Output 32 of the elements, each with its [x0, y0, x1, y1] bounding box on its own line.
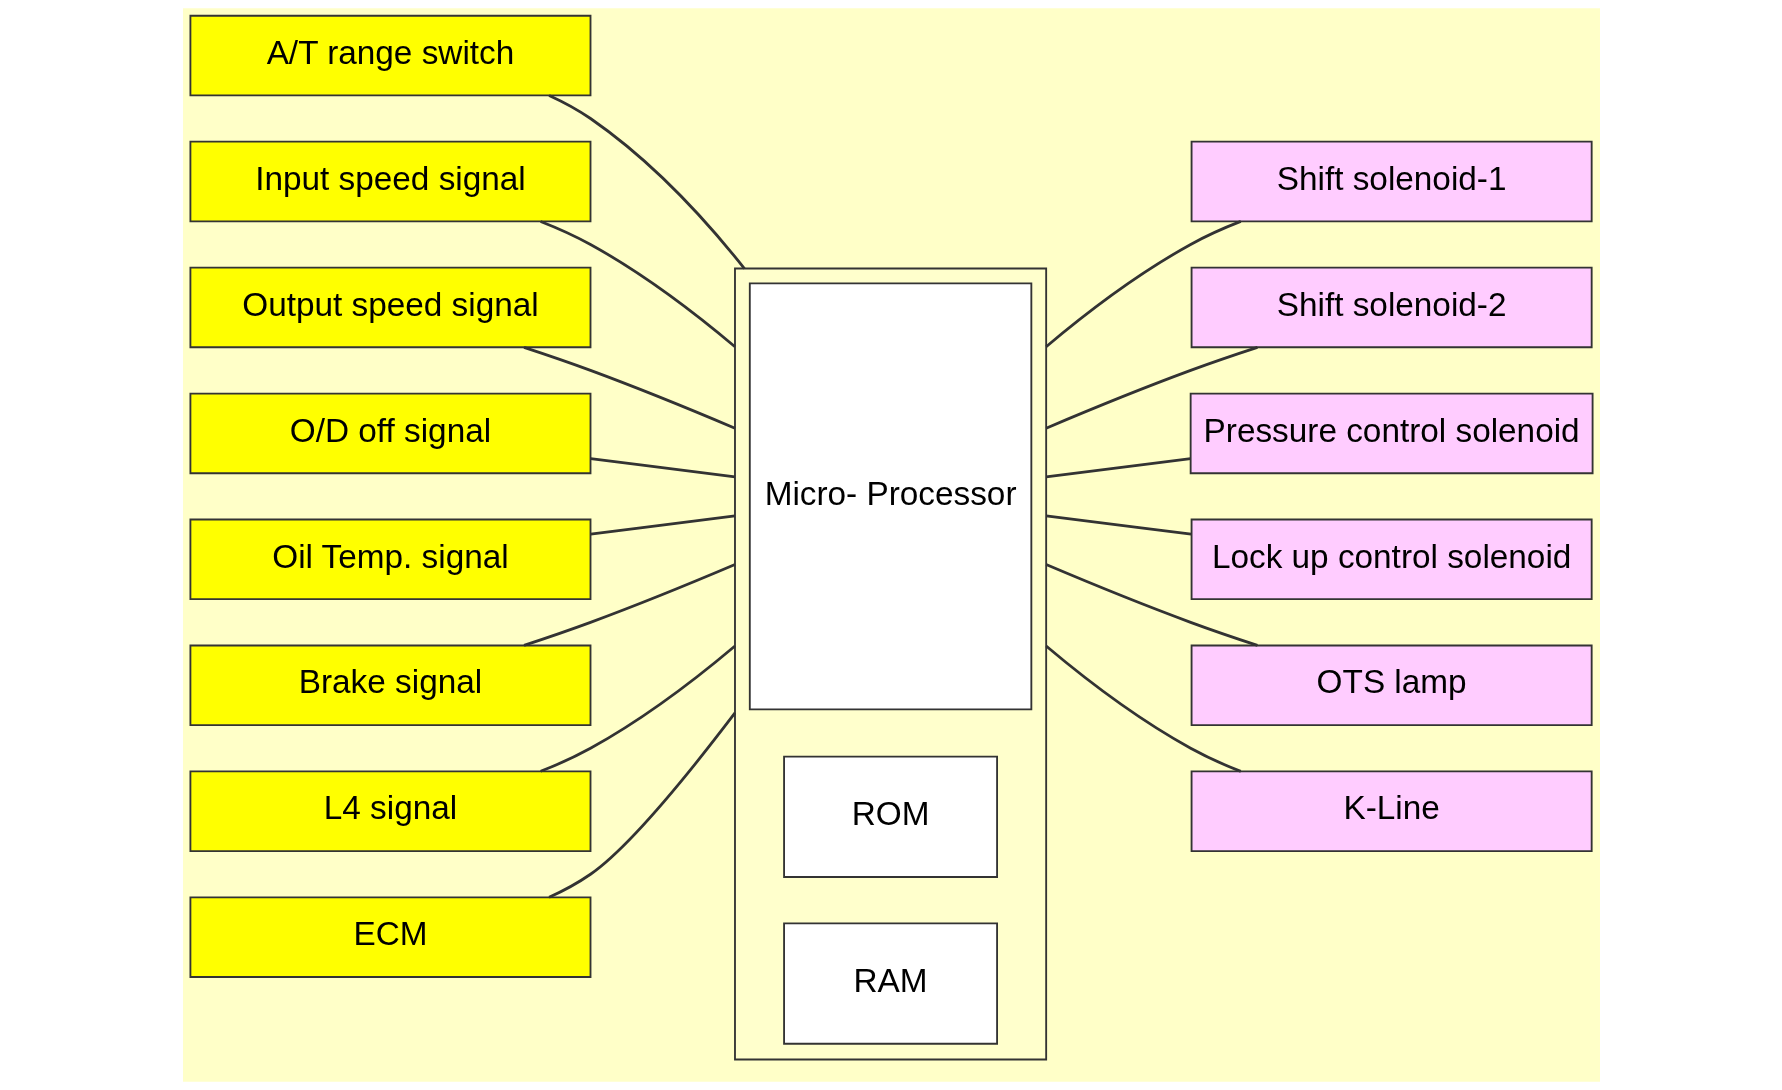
- connector: [589, 457, 735, 479]
- node-box: Shift solenoid-2: [1190, 266, 1593, 349]
- connector: [1045, 457, 1191, 479]
- connector: [1045, 346, 1258, 430]
- connector: [1044, 220, 1241, 348]
- node-box: Oil Temp. signal: [189, 518, 591, 601]
- node-box: OTS lamp: [1190, 644, 1593, 727]
- node-box: Micro- Processor: [748, 282, 1032, 711]
- node-box: L4 signal: [189, 770, 591, 852]
- connector: [548, 712, 736, 899]
- node-box: Input speed signal: [189, 140, 591, 223]
- node-box: ECM: [189, 896, 591, 978]
- node-box: Output speed signal: [189, 266, 591, 349]
- node-box: Brake signal: [189, 644, 591, 727]
- connector: [589, 514, 735, 536]
- connector: [539, 220, 736, 348]
- node-box: Shift solenoid-1: [1190, 140, 1593, 223]
- node-box: K-Line: [1190, 770, 1593, 852]
- connector: [523, 563, 735, 647]
- node-box: Lock up control solenoid: [1190, 518, 1593, 601]
- connector: [539, 644, 736, 773]
- node-box: ROM: [782, 755, 998, 878]
- connector: [1045, 563, 1258, 647]
- node-box: RAM: [782, 922, 998, 1045]
- node-box: O/D off signal: [189, 392, 591, 475]
- connector: [523, 346, 736, 430]
- connector: [548, 94, 745, 270]
- node-box: Pressure control solenoid: [1189, 392, 1593, 475]
- node-box: A/T range switch: [189, 14, 591, 97]
- connector: [1045, 514, 1191, 536]
- cluster: [733, 267, 1047, 1061]
- connector: [1044, 645, 1241, 773]
